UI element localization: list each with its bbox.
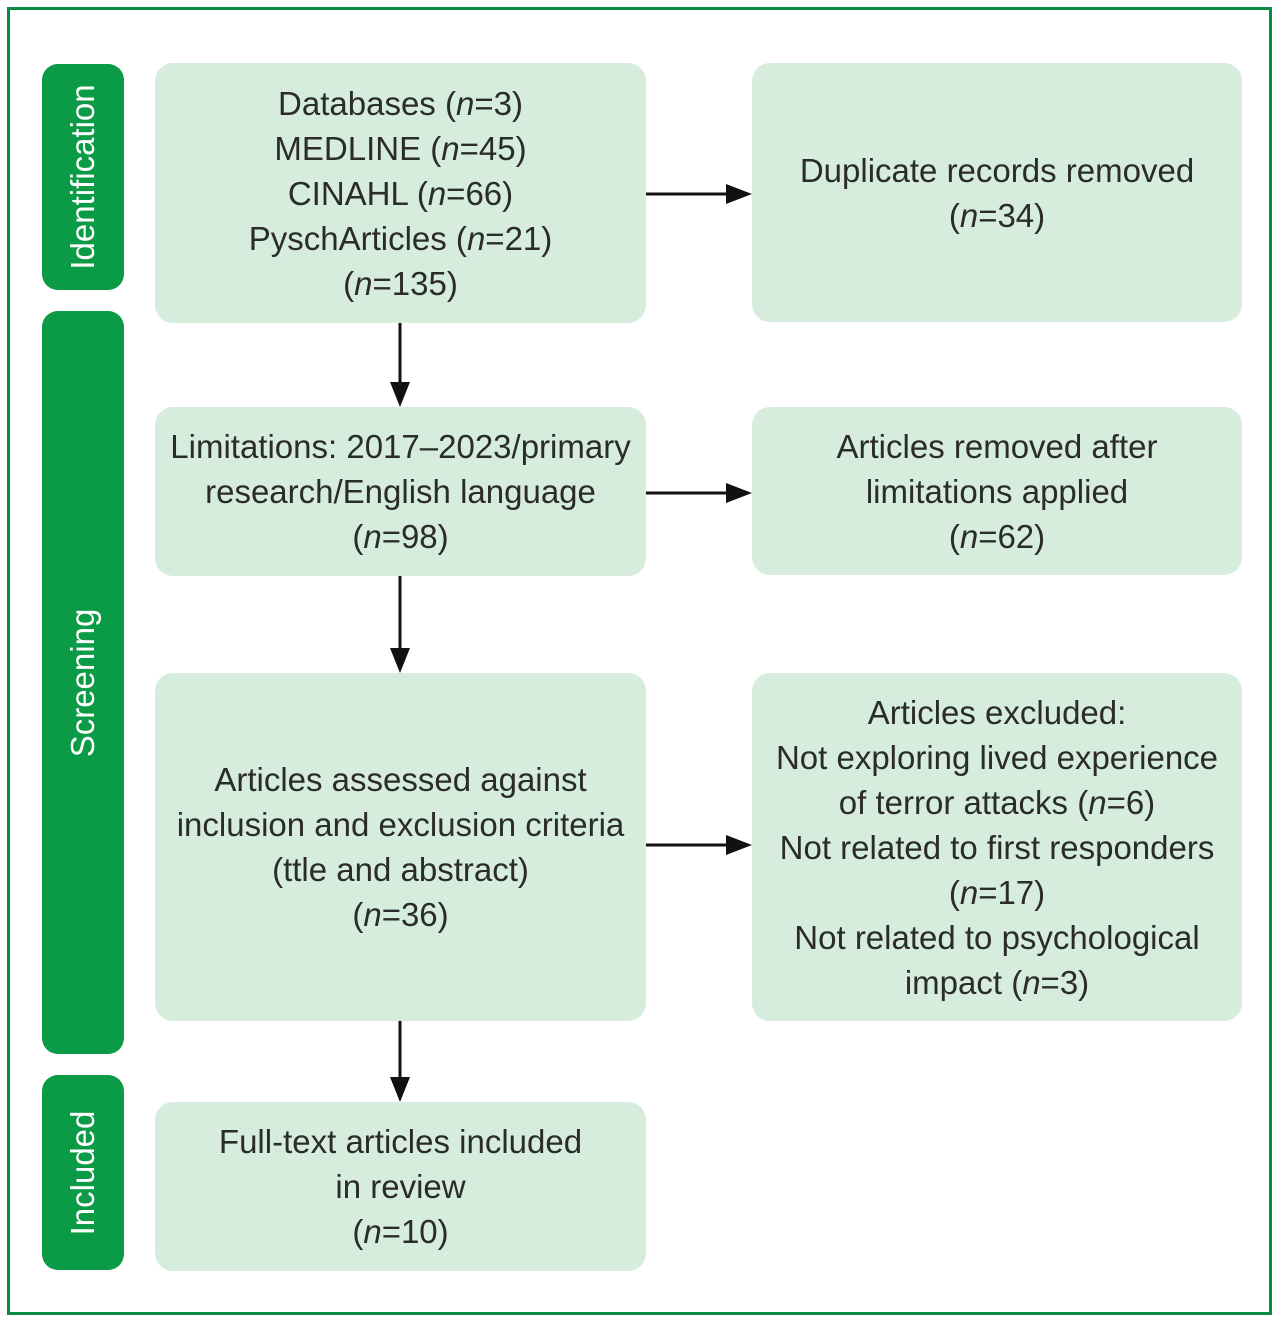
box-line: Full-text articles included	[219, 1119, 582, 1164]
line-count: =21)	[485, 219, 553, 257]
box-line: (n=17)	[949, 870, 1045, 915]
line-text: (	[343, 264, 355, 302]
n-symbol: n	[354, 264, 373, 302]
line-count: =98)	[381, 518, 449, 555]
box-line: impact (n=3)	[905, 960, 1089, 1005]
box-line: CINAHL (n=66)	[288, 171, 513, 216]
box-line: Duplicate records removed	[800, 148, 1194, 193]
box-databases: Databases (n=3)MEDLINE (n=45)CINAHL (n=6…	[155, 63, 646, 323]
line-text: Articles excluded:	[867, 693, 1127, 731]
line-text: Databases (	[278, 84, 456, 122]
stage-screening: Screening	[42, 311, 124, 1054]
box-line: MEDLINE (n=45)	[274, 126, 526, 171]
line-text: research/English language	[205, 473, 596, 510]
box-included: Full-text articles included in review (n=1…	[155, 1102, 646, 1271]
box-line: inclusion and exclusion criteria	[177, 802, 625, 847]
box-line: Not related to psychological	[794, 915, 1199, 960]
line-text: of terror attacks (	[838, 783, 1089, 821]
line-count: =17)	[978, 873, 1046, 911]
line-count: =3)	[474, 84, 523, 122]
arrow-to-limitations	[390, 323, 410, 407]
line-text: (	[948, 517, 960, 555]
box-line: (n=10)	[352, 1209, 448, 1254]
line-count: =45)	[459, 129, 527, 167]
box-line: research/English language	[205, 469, 596, 514]
line-count: =34)	[978, 196, 1046, 234]
box-line: (n=34)	[949, 193, 1045, 238]
arrow-to-excluded	[646, 835, 752, 855]
box-line: Articles excluded:	[868, 690, 1127, 735]
line-count: =36)	[381, 896, 449, 933]
line-text: Limitations: 2017–2023/primary	[170, 428, 631, 465]
line-text: Not related to first responders	[779, 828, 1215, 866]
line-count: =135)	[372, 264, 458, 302]
n-symbol: n	[959, 517, 979, 555]
stage-identification: Identification	[42, 64, 124, 290]
line-text: Not exploring lived experience	[775, 738, 1219, 776]
n-symbol: n	[441, 129, 460, 167]
box-line: Not related to first responders	[780, 825, 1215, 870]
line-count: =6)	[1106, 783, 1156, 821]
box-line: (ttle and abstract)	[272, 847, 529, 892]
arrow-to-removed-after-limitations	[646, 483, 752, 503]
box-line: Articles assessed against	[214, 757, 586, 802]
line-text: PyschArticles (	[248, 219, 467, 257]
box-line: of terror attacks (n=6)	[839, 780, 1155, 825]
line-text: CINAHL (	[287, 174, 428, 212]
line-text: Articles removed after	[836, 427, 1158, 465]
n-symbol: n	[363, 1213, 382, 1250]
line-count: =62)	[978, 517, 1046, 555]
arrow-to-duplicates	[646, 184, 752, 204]
box-duplicates-removed: Duplicate records removed (n=34)	[752, 63, 1242, 322]
box-line: Not exploring lived experience	[776, 735, 1218, 780]
box-line: (n=135)	[343, 261, 458, 306]
line-text: (	[352, 896, 364, 933]
box-line: (n=36)	[352, 892, 448, 937]
line-text: Duplicate records removed	[799, 151, 1195, 189]
box-limitations: Limitations: 2017–2023/primary research/E…	[155, 407, 646, 576]
box-excluded: Articles excluded: Not exploring lived ex…	[752, 673, 1242, 1021]
line-text: (	[352, 1213, 364, 1250]
line-text: impact (	[904, 963, 1023, 1001]
box-assessed: Articles assessed against inclusion and e…	[155, 673, 646, 1021]
stage-included: Included	[42, 1075, 124, 1270]
line-text: inclusion and exclusion criteria	[176, 806, 625, 843]
line-text: Full-text articles included	[218, 1123, 583, 1160]
box-removed-after-limitations: Articles removed after limitations applie…	[752, 407, 1242, 575]
box-line: Limitations: 2017–2023/primary	[170, 424, 630, 469]
box-line: (n=98)	[352, 514, 448, 559]
line-count: =10)	[381, 1213, 449, 1250]
box-line: Articles removed after	[837, 424, 1158, 469]
n-symbol: n	[363, 518, 382, 555]
line-text: (ttle and abstract)	[272, 851, 529, 888]
n-symbol: n	[466, 219, 486, 257]
line-text: (	[352, 518, 364, 555]
line-text: limitations applied	[865, 472, 1129, 510]
n-symbol: n	[959, 873, 979, 911]
n-symbol: n	[455, 84, 475, 122]
line-text: Articles assessed against	[214, 761, 587, 798]
line-count: =66)	[446, 174, 514, 212]
n-symbol: n	[427, 174, 447, 212]
line-count: =3)	[1040, 963, 1090, 1001]
line-text: (	[948, 873, 960, 911]
n-symbol: n	[1022, 963, 1041, 1001]
box-line: PyschArticles (n=21)	[249, 216, 553, 261]
box-line: Databases (n=3)	[278, 81, 523, 126]
line-text: MEDLINE (	[274, 129, 442, 167]
arrow-to-assessed	[390, 576, 410, 673]
line-text: Not related to psychological	[794, 918, 1200, 956]
arrow-to-included	[390, 1021, 410, 1102]
n-symbol: n	[363, 896, 382, 933]
box-line: (n=62)	[949, 514, 1045, 559]
n-symbol: n	[959, 196, 979, 234]
n-symbol: n	[1088, 783, 1107, 821]
box-line: in review	[335, 1164, 465, 1209]
line-text: (	[948, 196, 960, 234]
line-text: in review	[335, 1168, 466, 1205]
box-line: limitations applied	[866, 469, 1128, 514]
